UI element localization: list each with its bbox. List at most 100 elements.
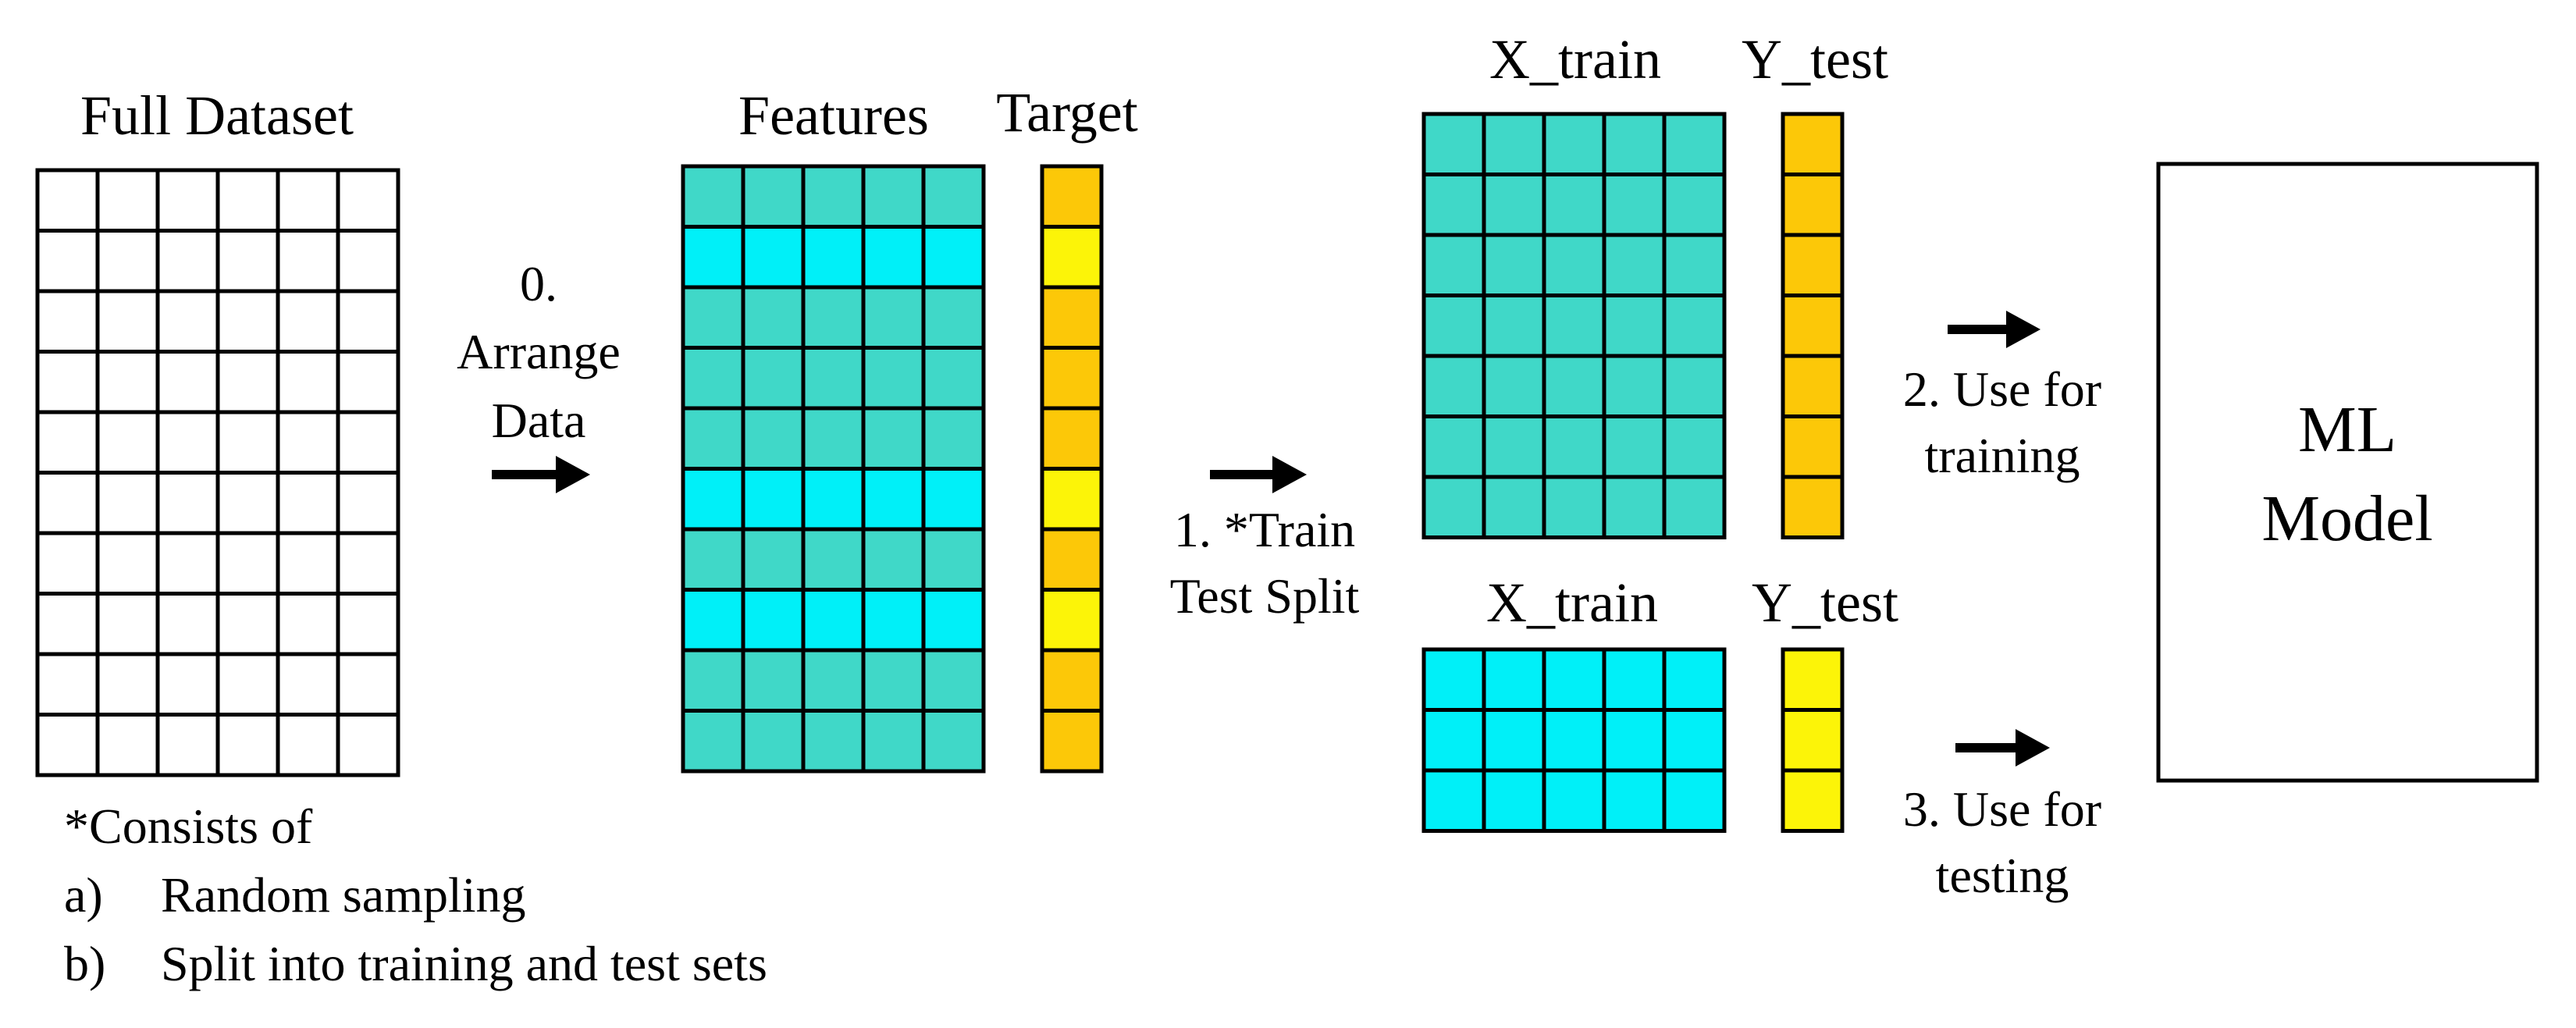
x-train-cell xyxy=(1602,647,1667,712)
full-dataset-cell xyxy=(95,592,160,656)
full-dataset-cell xyxy=(95,350,160,414)
feature-cell xyxy=(681,346,745,411)
feature-cell xyxy=(741,527,806,592)
feature-cell xyxy=(741,467,806,532)
full-dataset-cell xyxy=(155,168,220,233)
feature-cell xyxy=(861,588,926,653)
full-dataset-cell xyxy=(276,289,340,354)
feature-cell xyxy=(921,285,986,350)
feature-cell xyxy=(921,648,986,713)
x-train-cell xyxy=(1542,475,1606,539)
feature-cell xyxy=(801,588,866,653)
x-train-cell xyxy=(1482,647,1546,712)
full-dataset-cell xyxy=(336,410,400,475)
feature-cell xyxy=(921,527,986,592)
target-cell xyxy=(1040,709,1104,774)
full-dataset-cell xyxy=(336,168,400,233)
feature-cell xyxy=(681,588,745,653)
feature-cell xyxy=(921,164,986,229)
x-train-top-grid xyxy=(1421,112,1727,539)
feature-cell xyxy=(861,164,926,229)
feature-cell xyxy=(681,406,745,471)
testing-arrow xyxy=(1955,729,2050,767)
feature-cell xyxy=(861,285,926,350)
x-train-cell xyxy=(1662,768,1727,833)
split-step-label: 1. *Train xyxy=(1174,502,1355,557)
y-test-bottom-column xyxy=(1781,647,1845,833)
ml-model-label: ML xyxy=(2298,393,2396,466)
full-dataset-cell xyxy=(95,168,160,233)
full-dataset-cell xyxy=(215,592,280,656)
x-train-cell xyxy=(1542,233,1606,297)
full-dataset-cell xyxy=(95,410,160,475)
feature-cell xyxy=(861,527,926,592)
feature-cell xyxy=(801,285,866,350)
x-train-cell xyxy=(1421,475,1486,539)
target-cell xyxy=(1040,285,1104,350)
target-cell xyxy=(1040,346,1104,411)
x-train-cell xyxy=(1662,173,1727,237)
feature-cell xyxy=(861,648,926,713)
x-train-cell xyxy=(1542,354,1606,418)
full-dataset-cell xyxy=(155,410,220,475)
full-dataset-cell xyxy=(35,592,100,656)
feature-cell xyxy=(741,346,806,411)
full-dataset-cell xyxy=(35,350,100,414)
full-dataset-cell xyxy=(336,531,400,596)
x-train-cell xyxy=(1602,354,1667,418)
full-dataset-cell xyxy=(336,652,400,717)
full-dataset-cell xyxy=(155,531,220,596)
full-dataset-cell xyxy=(215,410,280,475)
feature-cell xyxy=(681,709,745,774)
full-dataset-cell xyxy=(336,289,400,354)
full-dataset-cell xyxy=(215,713,280,777)
full-dataset-cell xyxy=(155,229,220,293)
full-dataset-cell xyxy=(35,229,100,293)
target-cell xyxy=(1040,588,1104,653)
full-dataset-cell xyxy=(155,471,220,535)
feature-cell xyxy=(861,709,926,774)
feature-cell xyxy=(921,588,986,653)
full-dataset-cell xyxy=(155,289,220,354)
feature-cell xyxy=(861,346,926,411)
feature-cell xyxy=(681,164,745,229)
full-dataset-cell xyxy=(215,531,280,596)
full-dataset-cell xyxy=(336,471,400,535)
footnote-heading: *Consists of xyxy=(64,799,313,854)
full-dataset-grid xyxy=(35,168,400,777)
target-column xyxy=(1040,164,1104,774)
testing-step-label: 3. Use for xyxy=(1903,781,2101,837)
training-step-label-2: training xyxy=(1924,428,2080,483)
x-train-cell xyxy=(1542,708,1606,773)
x-train-cell xyxy=(1542,414,1606,479)
feature-cell xyxy=(741,709,806,774)
full-dataset-cell xyxy=(276,592,340,656)
full-dataset-cell xyxy=(336,713,400,777)
x-train-cell xyxy=(1421,233,1486,297)
x-train-cell xyxy=(1602,768,1667,833)
feature-cell xyxy=(741,588,806,653)
full-dataset-cell xyxy=(35,289,100,354)
features-grid xyxy=(681,164,986,774)
full-dataset-cell xyxy=(276,531,340,596)
x-train-cell xyxy=(1482,293,1546,358)
feature-cell xyxy=(921,225,986,290)
x-train-cell xyxy=(1542,647,1606,712)
feature-cell xyxy=(741,648,806,713)
arrange-arrow xyxy=(492,456,590,493)
y-test-bottom-title: Y_test xyxy=(1752,571,1898,634)
full-dataset-cell xyxy=(276,652,340,717)
x-train-cell xyxy=(1602,233,1667,297)
x-train-cell xyxy=(1421,647,1486,712)
x-train-cell xyxy=(1482,475,1546,539)
target-cell xyxy=(1040,467,1104,532)
full-dataset-cell xyxy=(336,229,400,293)
x-train-cell xyxy=(1662,354,1727,418)
full-dataset-cell xyxy=(35,713,100,777)
x-train-cell xyxy=(1662,475,1727,539)
full-dataset-cell xyxy=(276,350,340,414)
y-test-cell xyxy=(1781,112,1845,176)
full-dataset-cell xyxy=(35,471,100,535)
arrange-step-number: 0. xyxy=(520,256,557,311)
